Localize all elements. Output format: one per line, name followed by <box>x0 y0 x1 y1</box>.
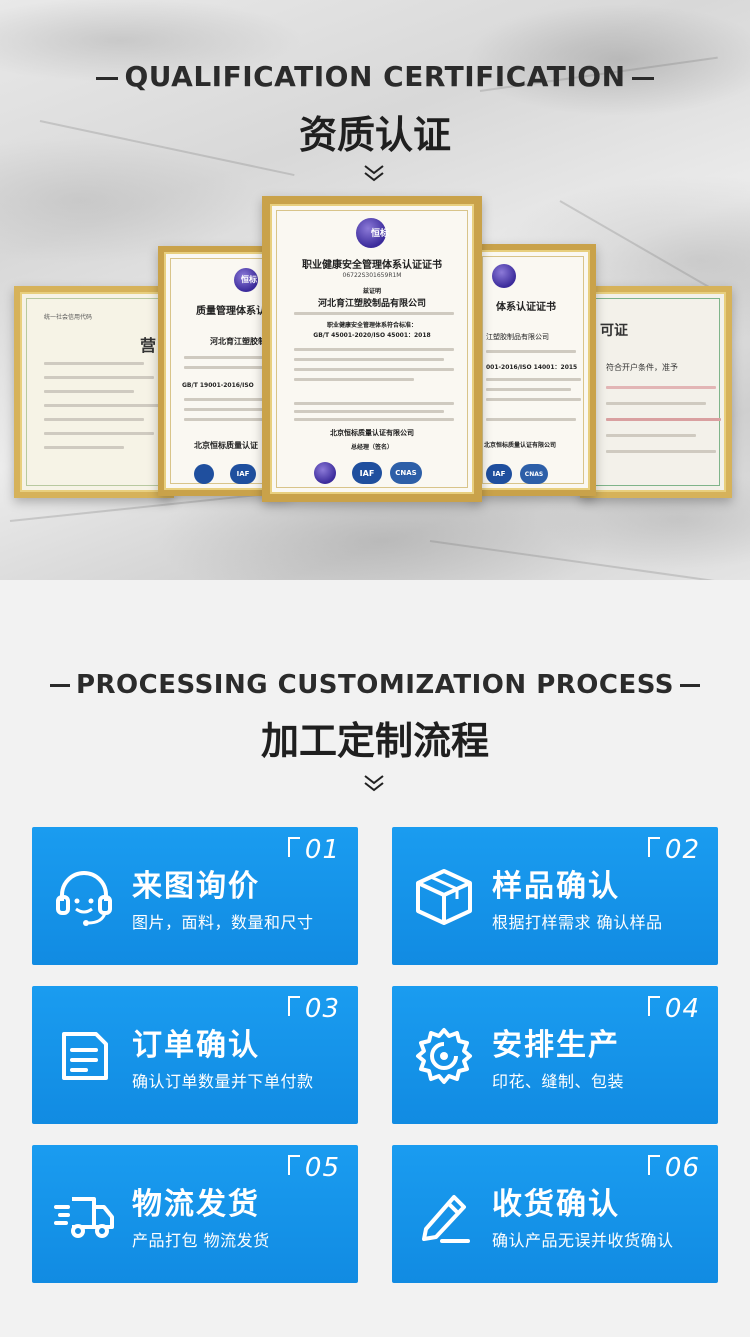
env-cert-org: 北京恒标质量认证有限公司 <box>484 442 557 449</box>
process-section: PROCESSING CUSTOMIZATION PROCESS 加工定制流程 … <box>0 580 750 1337</box>
env-cert-standard: 001-2016/ISO 14001：2015 <box>486 364 578 371</box>
iaf-badge: IAF <box>230 464 256 484</box>
hengbiao-seal-icon <box>314 462 336 484</box>
permit-certificate: 可证 符合开户条件，准予 <box>580 286 732 498</box>
step-description: 印花、缝制、包装 <box>492 1072 625 1091</box>
center-cert-number: 06722S301659R1M <box>342 272 402 279</box>
step-title: 订单确认 <box>132 1028 260 1063</box>
license-subtitle: 统一社会信用代码 <box>44 314 93 321</box>
step-number: 01 <box>304 835 340 865</box>
permit-title: 可证 <box>600 323 628 339</box>
step-description: 根据打样需求 确认样品 <box>492 913 663 932</box>
environmental-management-certificate: 体系认证证书 江塑胶制品有限公司 001-2016/ISO 14001：2015… <box>470 244 596 496</box>
occupational-health-certificate: 恒标 职业健康安全管理体系认证证书 06722S301659R1M 兹证明 河北… <box>262 196 482 502</box>
quality-cert-title: 质量管理体系认证 <box>196 306 276 317</box>
step-number: 02 <box>664 835 700 865</box>
logo-text: 恒标 <box>241 275 257 284</box>
truck-icon <box>54 1197 114 1238</box>
step-number: 04 <box>664 994 700 1024</box>
document-icon <box>62 1032 108 1080</box>
step-number: 03 <box>304 994 340 1024</box>
chevron-down-icon <box>364 165 384 182</box>
process-step-01-card[interactable]: 01 来图询价 图片，面料，数量和尺寸 <box>32 827 358 965</box>
iaf-badge: IAF <box>352 462 382 484</box>
center-cert-company: 河北育江塑胶制品有限公司 <box>317 299 426 309</box>
center-cert-standard-label: 职业健康安全管理体系符合标准： <box>326 322 417 329</box>
step-title: 安排生产 <box>492 1028 620 1063</box>
cnas-badge: CNAS <box>390 462 422 484</box>
step-number: 05 <box>304 1153 340 1183</box>
gear-icon <box>416 1028 472 1084</box>
step-title: 样品确认 <box>492 869 620 904</box>
pen-icon <box>422 1195 470 1243</box>
step-number: 06 <box>664 1153 700 1183</box>
center-cert-title: 职业健康安全管理体系认证证书 <box>302 260 442 271</box>
quality-cert-org: 北京恒标质量认证 <box>194 441 258 450</box>
env-cert-company: 江塑胶制品有限公司 <box>486 333 549 341</box>
center-cert-standard: GB/T 45001-2020/ISO 45001：2018 <box>313 332 431 339</box>
process-heading-zh: 加工定制流程 <box>260 719 489 763</box>
process-heading-en: PROCESSING CUSTOMIZATION PROCESS <box>0 670 750 700</box>
center-cert-label: 兹证明 <box>362 288 381 295</box>
process-step-04-card[interactable]: 04 安排生产 印花、缝制、包装 <box>392 986 718 1124</box>
quality-cert-company: 河北育江塑胶制品 <box>210 337 274 346</box>
center-cert-sign: 总经理（签名） <box>350 444 393 451</box>
box-icon <box>416 869 472 925</box>
business-license-certificate: 营 统一社会信用代码 <box>14 286 174 498</box>
step-title: 物流发货 <box>132 1187 260 1222</box>
iaf-badge: IAF <box>486 464 512 484</box>
step-description: 产品打包 物流发货 <box>132 1231 270 1250</box>
step-title: 收货确认 <box>492 1187 620 1222</box>
permit-text: 符合开户条件，准予 <box>606 363 678 372</box>
qualification-section: QUALIFICATION CERTIFICATION 资质认证 营 统一社会信… <box>0 0 750 580</box>
process-step-06-card[interactable]: 06 收货确认 确认产品无误并收货确认 <box>392 1145 718 1283</box>
license-title: 营 <box>140 336 157 355</box>
quality-cert-standard: GB/T 19001-2016/ISO <box>182 382 254 389</box>
headset-icon <box>56 871 112 926</box>
process-step-03-card[interactable]: 03 订单确认 确认订单数量并下单付款 <box>32 986 358 1124</box>
logo-text: 恒标 <box>370 229 389 239</box>
iaf-badge <box>194 464 214 484</box>
env-cert-title: 体系认证证书 <box>496 302 556 313</box>
step-description: 确认产品无误并收货确认 <box>492 1231 674 1250</box>
process-step-02-card[interactable]: 02 样品确认 根据打样需求 确认样品 <box>392 827 718 965</box>
process-step-05-card[interactable]: 05 物流发货 产品打包 物流发货 <box>32 1145 358 1283</box>
hengbiao-logo-icon <box>356 218 386 248</box>
center-cert-org: 北京恒标质量认证有限公司 <box>330 429 414 437</box>
cnas-badge: CNAS <box>520 464 548 484</box>
step-description: 图片，面料，数量和尺寸 <box>132 913 314 932</box>
qualification-heading-en: QUALIFICATION CERTIFICATION <box>0 60 750 93</box>
chevron-down-icon <box>364 775 384 792</box>
step-description: 确认订单数量并下单付款 <box>132 1072 314 1091</box>
step-title: 来图询价 <box>132 869 260 904</box>
qualification-heading-zh: 资质认证 <box>298 113 451 157</box>
hengbiao-logo-icon <box>492 264 516 288</box>
hengbiao-logo-icon <box>234 268 258 292</box>
